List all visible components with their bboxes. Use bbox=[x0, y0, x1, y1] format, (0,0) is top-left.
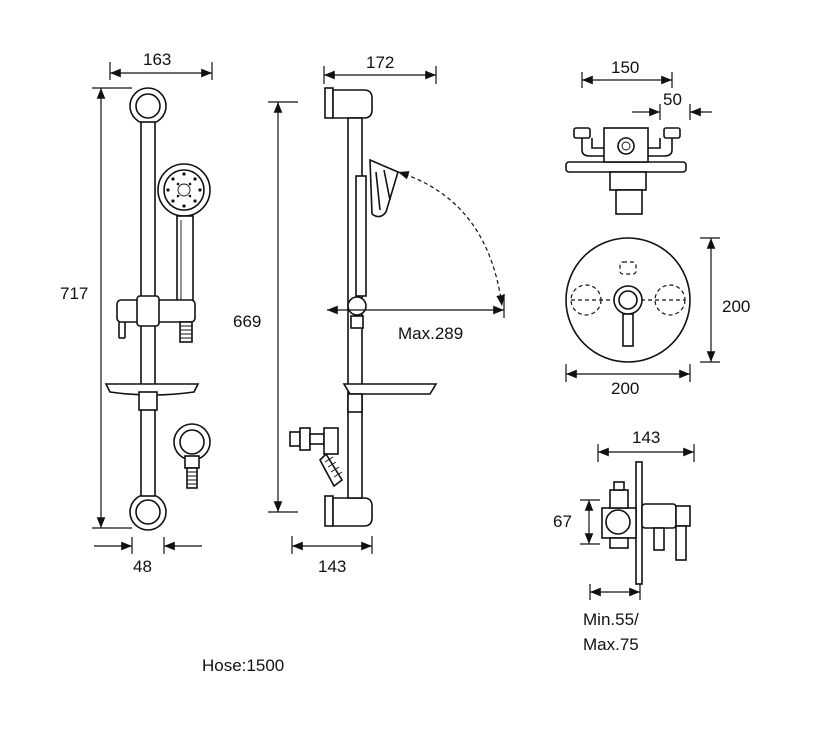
shower-head-icon bbox=[157, 163, 211, 307]
soap-dish bbox=[104, 383, 200, 411]
side-view-riser-rail bbox=[268, 66, 505, 554]
valve-face-plate bbox=[565, 237, 720, 382]
front-view-riser-rail bbox=[92, 62, 213, 554]
valve-face-height-label: 200 bbox=[722, 297, 750, 316]
side-width-label: 172 bbox=[366, 53, 394, 72]
front-height-label: 717 bbox=[60, 284, 88, 303]
valve-depth-max-label: Max.75 bbox=[583, 635, 639, 654]
side-reach-label: Max.289 bbox=[398, 324, 463, 343]
wall-outlet-side-icon bbox=[289, 427, 344, 488]
valve-side-view bbox=[580, 444, 695, 600]
valve-depth-min-label: Min.55/ bbox=[583, 610, 639, 629]
front-bottom-label: 48 bbox=[133, 557, 152, 576]
valve-face-width-label: 200 bbox=[611, 379, 639, 398]
wall-outlet-icon bbox=[173, 423, 211, 489]
handset-side-icon bbox=[355, 158, 399, 297]
side-bottom-label: 143 bbox=[318, 557, 346, 576]
valve-top-offset-label: 50 bbox=[663, 90, 682, 109]
valve-side-width-label: 143 bbox=[632, 428, 660, 447]
valve-top-width-label: 150 bbox=[611, 58, 639, 77]
valve-side-height-label: 67 bbox=[553, 512, 572, 531]
side-height-label: 669 bbox=[233, 312, 261, 331]
hose-length-note: Hose:1500 bbox=[202, 656, 284, 675]
valve-top-view bbox=[565, 72, 712, 215]
front-width-label: 163 bbox=[143, 50, 171, 69]
slider-bracket bbox=[116, 295, 196, 343]
